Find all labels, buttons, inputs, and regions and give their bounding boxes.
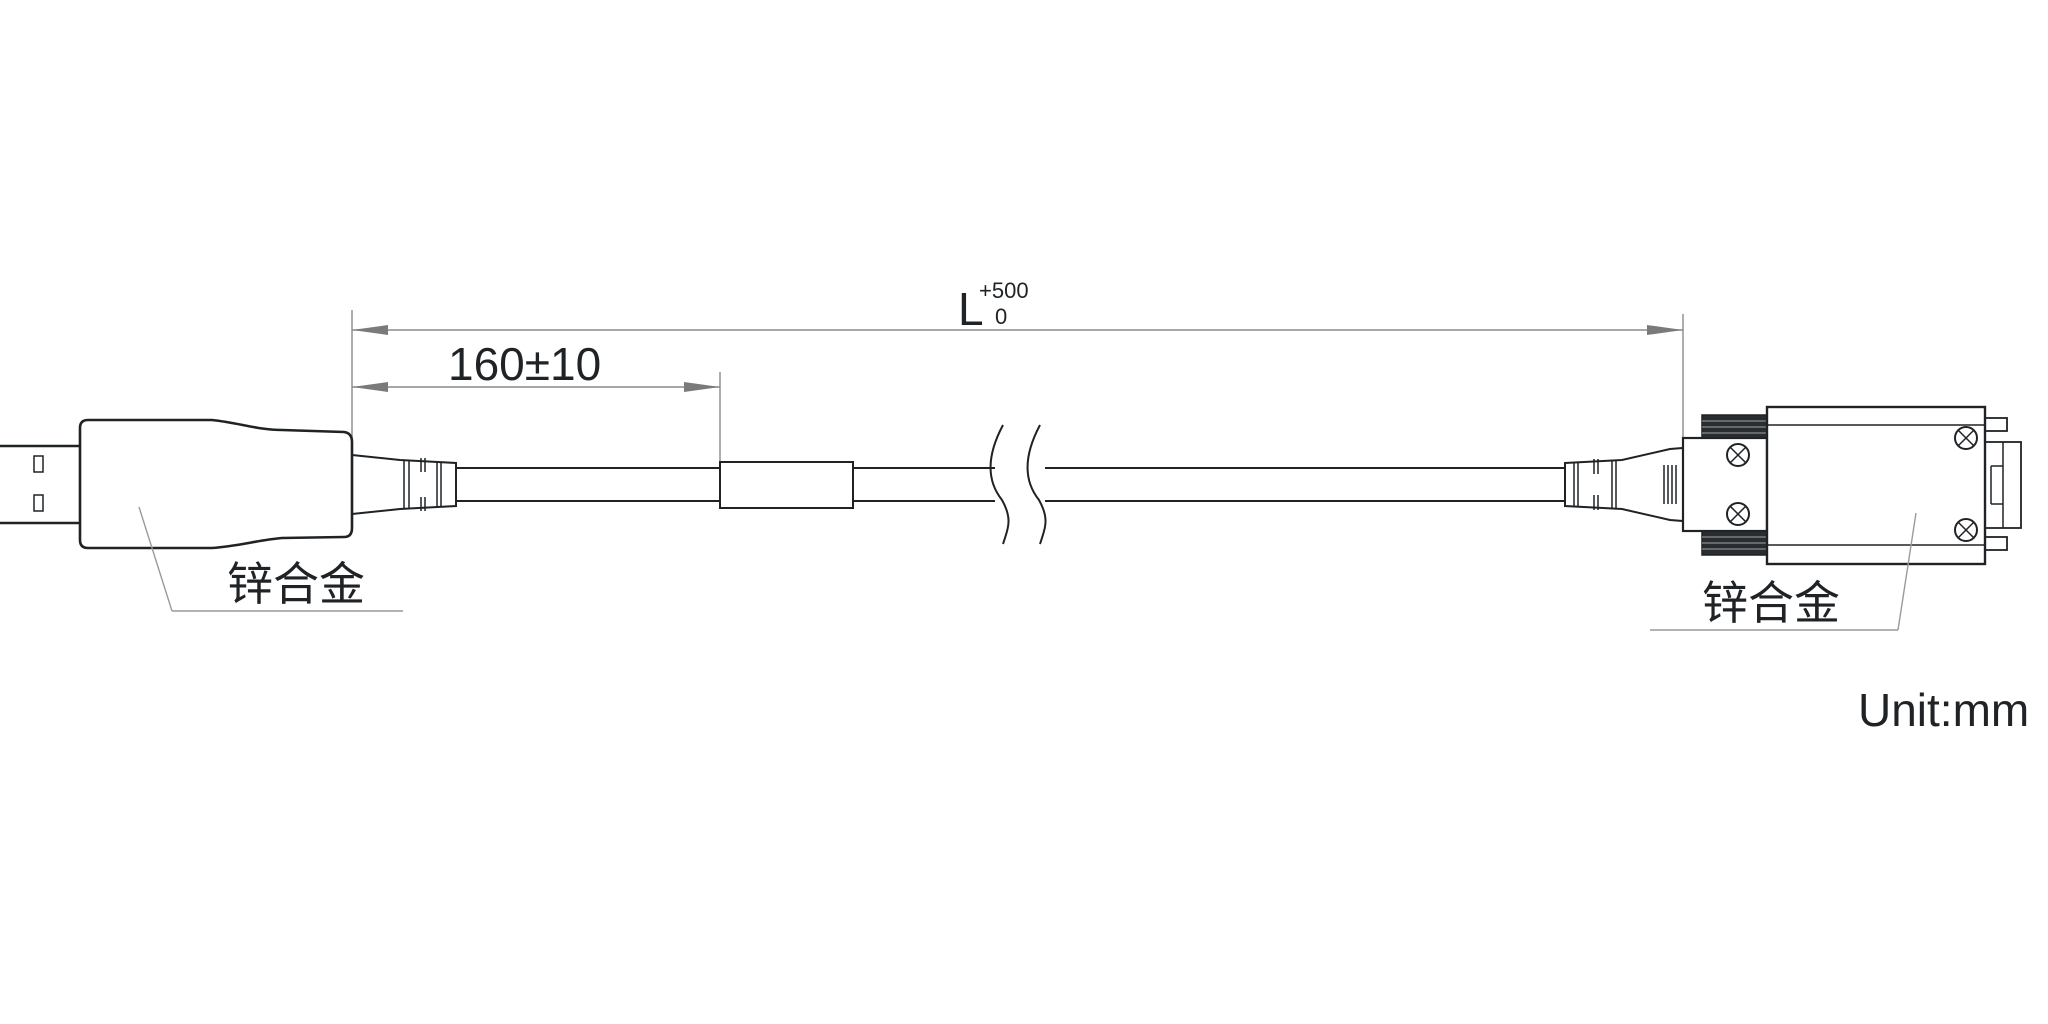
overall-length-lower-tolerance: 0: [995, 304, 1007, 329]
cable-break-mark-right: [1026, 424, 1047, 545]
ferrite-core: [719, 461, 854, 509]
material-callout-left: 锌合金: [138, 506, 403, 612]
usb-strain-relief: [351, 454, 457, 515]
front-pin-top: [1984, 417, 2008, 432]
overall-length-symbol: L: [958, 283, 984, 335]
screw-lock-connector-right: [1564, 405, 2022, 566]
usb-contact-slot-top: [33, 455, 44, 473]
left-material-label: 锌合金: [227, 557, 365, 611]
right-rear-block: [1681, 436, 1769, 533]
segment-length-label: 160±10: [448, 338, 601, 390]
right-material-label: 锌合金: [1702, 576, 1840, 630]
material-callout-right: 锌合金: [1650, 512, 1917, 631]
dimension-segment-length: 160±10: [352, 338, 721, 465]
cable: [456, 424, 1565, 545]
usb-connector-left: [0, 418, 457, 550]
right-main-housing: [1765, 405, 1987, 566]
front-pin-bottom: [1984, 536, 2008, 551]
right-strain-relief: [1564, 446, 1684, 523]
usb-housing: [78, 418, 354, 550]
overall-length-upper-tolerance: +500: [979, 278, 1029, 303]
usb-contact-slot-bottom: [33, 494, 44, 512]
units-label: Unit:mm: [1858, 684, 2029, 736]
dimension-overall-length: L +500 0: [351, 278, 1684, 470]
cable-break-mark-left: [989, 424, 1010, 545]
